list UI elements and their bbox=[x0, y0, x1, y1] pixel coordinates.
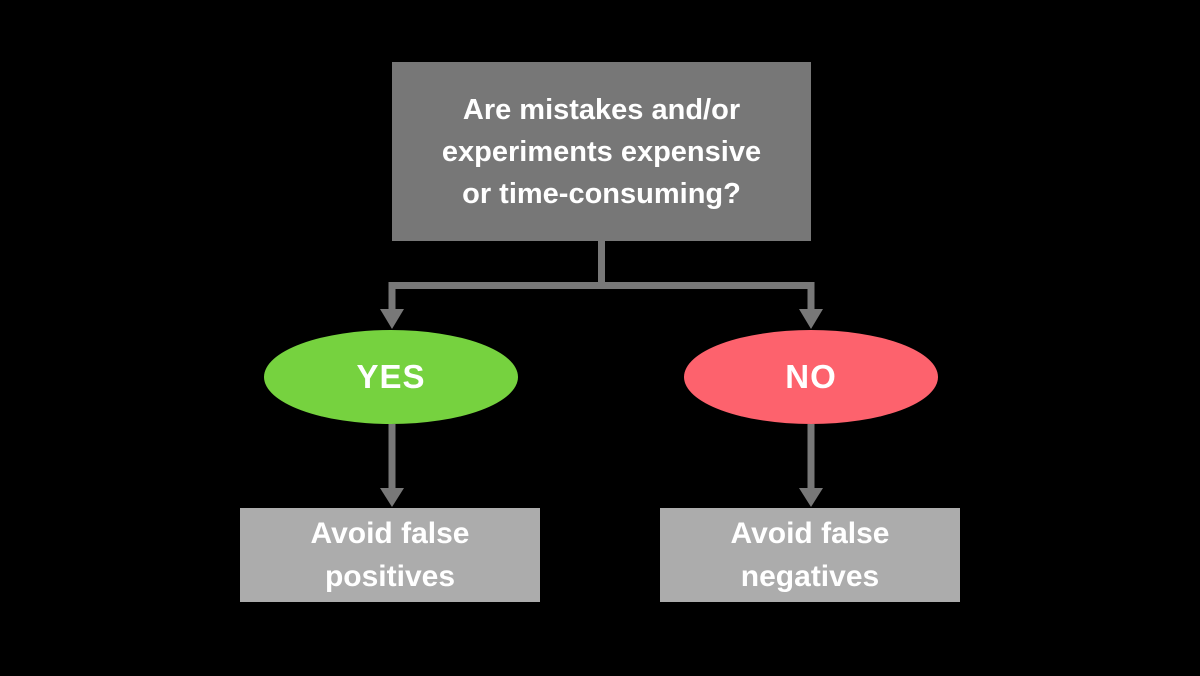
yes-label: YES bbox=[356, 358, 426, 395]
outcome-positives-line-2: positives bbox=[324, 560, 456, 593]
outcome-node-negatives: Avoid false negatives bbox=[660, 508, 960, 602]
arrowhead-no-outcome bbox=[799, 488, 823, 507]
no-node: NO bbox=[684, 330, 938, 424]
arrowhead-yes bbox=[380, 309, 404, 329]
outcome-positives-line-1: Avoid false bbox=[310, 517, 470, 550]
outcome-node-positives: Avoid false positives bbox=[240, 508, 540, 602]
no-label: NO bbox=[785, 358, 837, 395]
question-node: Are mistakes and/or experiments expensiv… bbox=[392, 62, 811, 241]
question-line-1: Are mistakes and/or bbox=[462, 93, 741, 126]
outcome-negatives-line-1: Avoid false bbox=[730, 517, 890, 550]
question-line-2: experiments expensive bbox=[441, 135, 762, 168]
question-line-3: or time-consuming? bbox=[462, 177, 741, 210]
yes-node: YES bbox=[264, 330, 518, 424]
arrowhead-yes-outcome bbox=[380, 488, 404, 507]
outcome-negatives-line-2: negatives bbox=[740, 560, 880, 593]
arrowhead-no bbox=[799, 309, 823, 329]
